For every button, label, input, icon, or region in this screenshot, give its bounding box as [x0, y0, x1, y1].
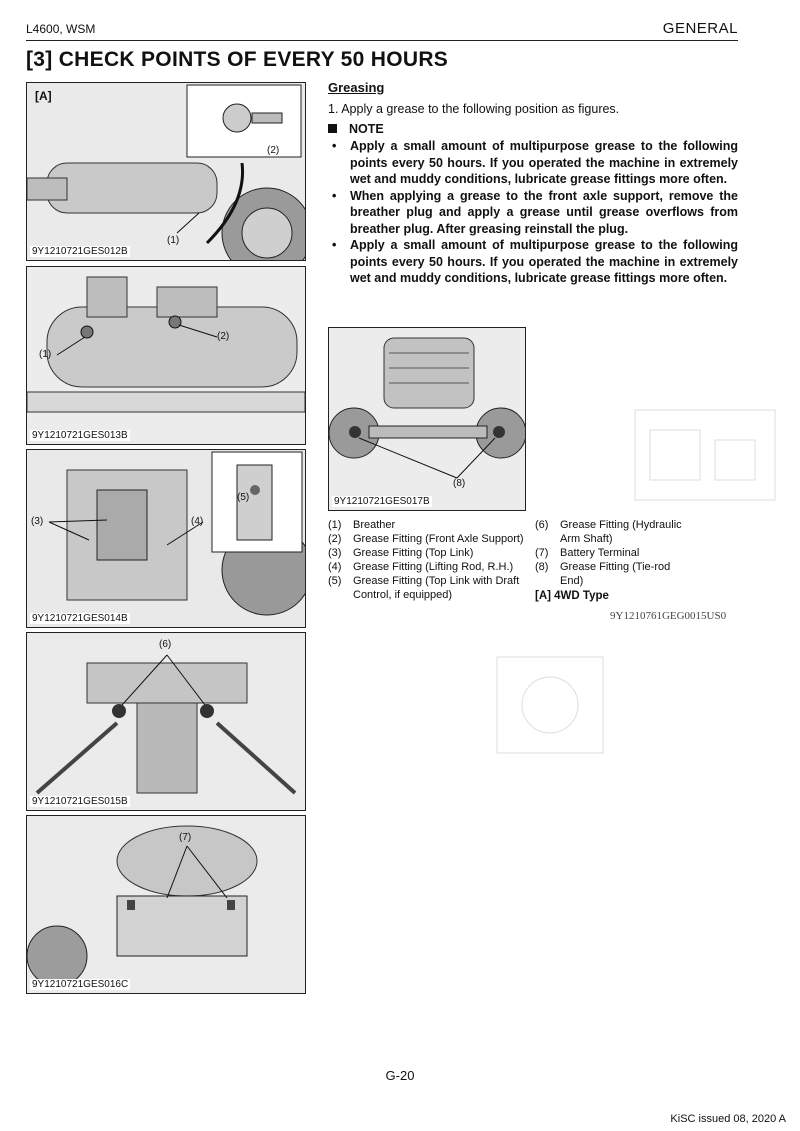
- figure-code: 9Y1210721GES013B: [30, 430, 130, 441]
- legend-text: Breather: [353, 519, 396, 531]
- legend-text: Grease Fitting (Hydraulic Arm Shaft): [560, 519, 682, 545]
- note-item: When applying a grease to the front axle…: [328, 188, 738, 238]
- page-number: G-20: [385, 1068, 415, 1083]
- figure-tie-rod: (8) 9Y1210721GES017B: [328, 327, 526, 511]
- callout-2: (2): [217, 331, 230, 342]
- legend-text: Grease Fitting (Lifting Rod, R.H.): [353, 561, 514, 573]
- legend-text: Grease Fitting (Top Link): [353, 547, 474, 559]
- callout-2: (2): [267, 145, 280, 156]
- type-label: [A] 4WD Type: [535, 590, 609, 602]
- figure-hydraulic-arm-illustration: [27, 633, 305, 810]
- legend-item: (5) Grease Fitting (Top Link with Draft C…: [328, 574, 538, 602]
- legend-right: (6)Grease Fitting (Hydraulic Arm Shaft) …: [535, 518, 685, 588]
- page-title: [3] CHECK POINTS OF EVERY 50 HOURS: [26, 48, 449, 71]
- figure-code: 9Y1210721GES014B: [30, 613, 130, 624]
- legend-number: (5): [328, 575, 342, 587]
- figure-top-link-illustration: [27, 450, 305, 627]
- note-item: Apply a small amount of multipurpose gre…: [328, 138, 738, 188]
- legend-number: (3): [328, 547, 342, 559]
- callout-4: (4): [191, 516, 204, 527]
- callout-1: (1): [167, 235, 180, 246]
- legend-number: (4): [328, 561, 342, 573]
- figure-top-link: (3) (4) (5) 9Y1210721GES014B: [26, 449, 306, 628]
- figure-axle-support-illustration: [27, 267, 305, 444]
- callout-7: (7): [179, 832, 192, 843]
- figure-front-axle-illustration: [27, 83, 305, 260]
- legend-item: (6) Grease Fitting (Hydraulic Arm Shaft): [535, 518, 685, 546]
- figure-hydraulic-arm: (6) 9Y1210721GES015B: [26, 632, 306, 811]
- greasing-step: 1. Apply a grease to the following posit…: [328, 102, 620, 116]
- note-square-icon: [328, 124, 337, 133]
- document-code: 9Y1210761GEG0015US0: [610, 610, 727, 622]
- bleed-through-figure: [634, 409, 776, 501]
- figure-code: 9Y1210721GES015B: [30, 796, 130, 807]
- footer-issue: KiSC issued 08, 2020 A: [670, 1113, 786, 1125]
- legend-text: Grease Fitting (Top Link with Draft Cont…: [353, 575, 520, 601]
- figure-axle-support: (2) (1) 9Y1210721GES013B: [26, 266, 306, 445]
- note-item: Apply a small amount of multipurpose gre…: [328, 237, 738, 287]
- figure-code: 9Y1210721GES017B: [332, 496, 432, 507]
- callout-3: (3): [31, 516, 44, 527]
- greasing-heading: Greasing: [328, 80, 385, 95]
- legend-text: Grease Fitting (Tie-rod End): [560, 561, 671, 587]
- legend-text: Grease Fitting (Front Axle Support): [353, 533, 524, 545]
- note-list: Apply a small amount of multipurpose gre…: [328, 138, 738, 287]
- legend-number: (8): [535, 561, 549, 573]
- header-section: GENERAL: [662, 20, 738, 37]
- note-heading-text: NOTE: [349, 122, 384, 136]
- legend-number: (7): [535, 547, 549, 559]
- legend-item: (4) Grease Fitting (Lifting Rod, R.H.): [328, 560, 538, 574]
- legend-item: (2) Grease Fitting (Front Axle Support): [328, 532, 538, 546]
- legend-item: (7) Battery Terminal: [535, 546, 685, 560]
- legend-number: (6): [535, 519, 549, 531]
- header-model: L4600, WSM: [26, 22, 96, 36]
- figure-code: 9Y1210721GES016C: [30, 979, 131, 990]
- figure-label-a: [A]: [35, 89, 52, 103]
- note-heading: NOTE: [328, 122, 738, 136]
- callout-8: (8): [453, 478, 466, 489]
- bleed-through-key-switch: [496, 656, 604, 754]
- legend-item: (1) Breather: [328, 518, 538, 532]
- legend-number: (2): [328, 533, 342, 545]
- legend-item: (8) Grease Fitting (Tie-rod End): [535, 560, 685, 588]
- callout-5: (5): [237, 492, 250, 503]
- legend-left: (1) Breather (2) Grease Fitting (Front Axl…: [328, 518, 538, 602]
- callout-1: (1): [39, 349, 52, 360]
- figure-front-axle: [A] (2) (1) 9Y1210721GES012B: [26, 82, 306, 261]
- figure-tie-rod-illustration: [329, 328, 525, 510]
- legend-number: (1): [328, 519, 342, 531]
- callout-6: (6): [159, 639, 172, 650]
- legend-text: Battery Terminal: [560, 547, 640, 559]
- figure-code: 9Y1210721GES012B: [30, 246, 130, 257]
- legend-item: (3) Grease Fitting (Top Link): [328, 546, 538, 560]
- header-divider: [26, 40, 738, 41]
- figure-battery: (7) 9Y1210721GES016C: [26, 815, 306, 994]
- figure-battery-illustration: [27, 816, 305, 993]
